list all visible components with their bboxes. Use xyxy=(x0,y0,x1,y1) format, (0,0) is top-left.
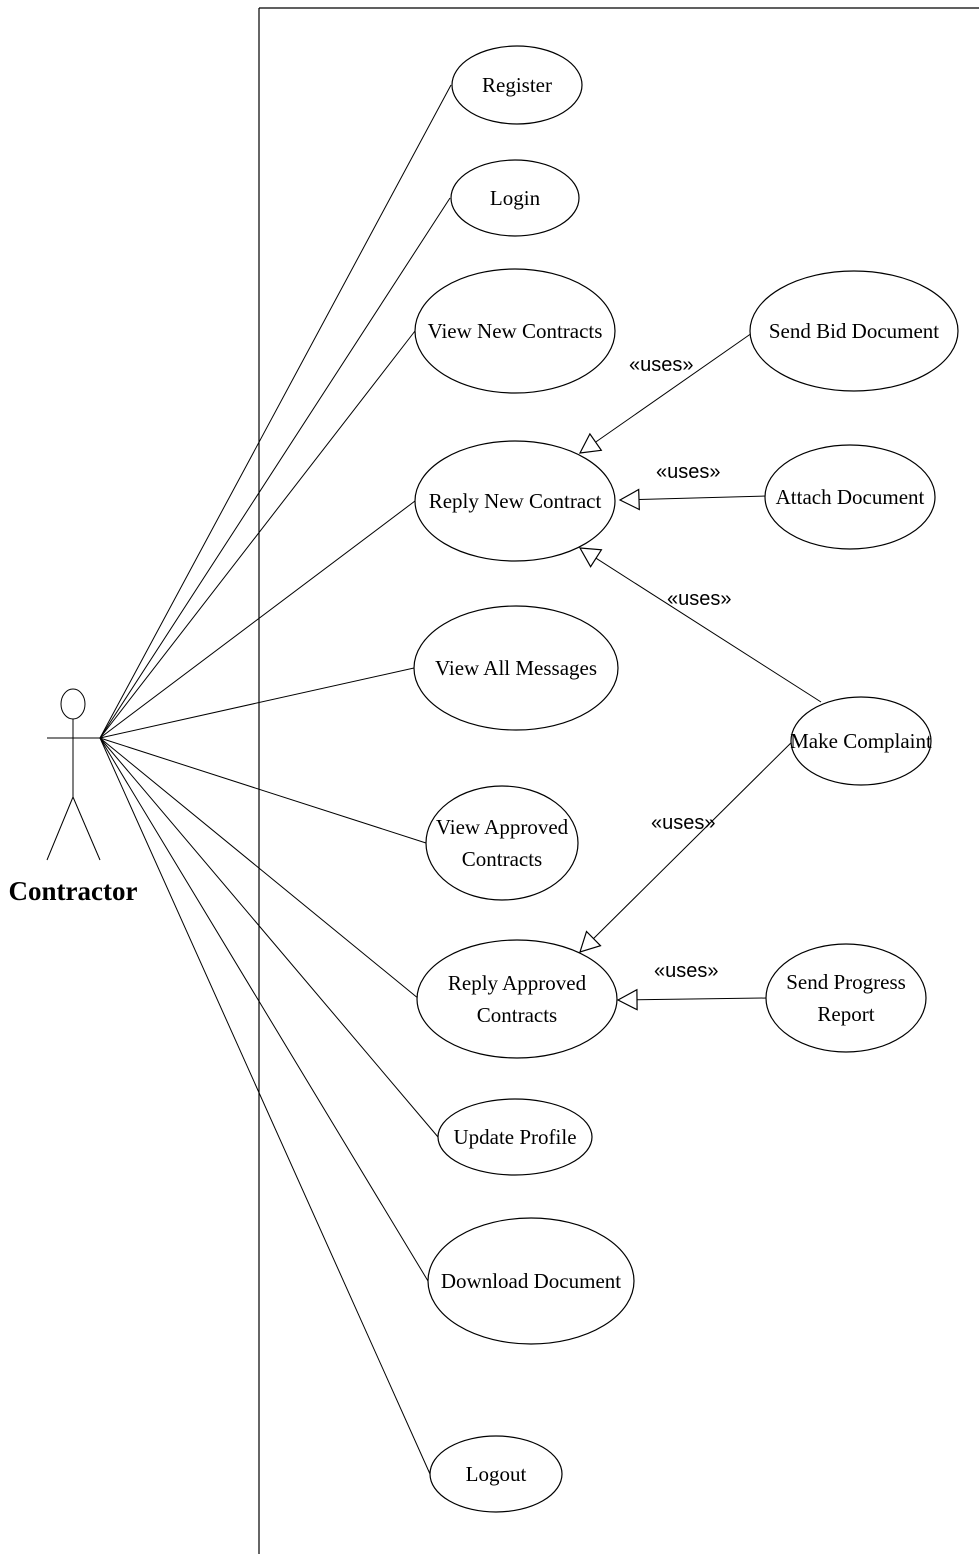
use-case-label: Attach Document xyxy=(776,485,925,509)
use-case-reply-new-contract: Reply New Contract xyxy=(414,440,616,562)
uses-label: «uses» xyxy=(667,588,732,610)
use-case-login: Login xyxy=(450,159,580,237)
use-case-view-all-messages: View All Messages xyxy=(413,605,619,731)
use-case-download-document: Download Document xyxy=(427,1217,635,1345)
use-case-label: Send Progress xyxy=(786,970,906,994)
uses-line-make-complaint-to-reply-new-contract xyxy=(595,557,822,703)
association-line-reply-new-contract xyxy=(99,500,416,739)
association-line-login xyxy=(99,197,451,739)
contractor-actor: Contractor xyxy=(9,688,138,906)
use-case-label: Download Document xyxy=(441,1269,621,1293)
use-case-logout: Logout xyxy=(429,1435,563,1513)
use-case-register: Register xyxy=(451,45,583,125)
actor-head xyxy=(60,688,86,720)
uses-arrowhead-make-complaint-to-reply-new-contract xyxy=(578,547,603,568)
association-line-logout xyxy=(99,737,431,1475)
use-case-label: Send Bid Document xyxy=(769,319,939,343)
uses-line-make-complaint-to-reply-approved-contracts xyxy=(593,726,808,939)
uses-arrowhead-make-complaint-to-reply-approved-contracts xyxy=(579,930,602,953)
association-line-register xyxy=(99,84,452,739)
use-case-label: Contracts xyxy=(462,847,542,871)
uses-arrowhead-send-bid-document-to-reply-new-contract xyxy=(578,432,603,454)
actor-left-leg xyxy=(46,796,74,861)
uses-arrowhead-send-progress-report-to-reply-approved-contracts xyxy=(616,988,638,1011)
actor-name: Contractor xyxy=(9,876,138,906)
use-case-ellipse xyxy=(425,785,579,901)
use-case-ellipse xyxy=(790,696,932,786)
use-case-label: Register xyxy=(482,73,552,97)
uses-label: «uses» xyxy=(629,354,694,376)
association-line-view-approved-contracts xyxy=(99,737,427,844)
uses-line-send-progress-report-to-reply-approved-contracts xyxy=(636,997,768,1001)
uses-line-attach-document-to-reply-new-contract xyxy=(638,495,767,500)
use-case-label: Report xyxy=(817,1002,874,1026)
association-line-update-profile xyxy=(99,737,439,1138)
uses-label: «uses» xyxy=(656,461,721,483)
use-case-label: Update Profile xyxy=(453,1125,576,1149)
use-case-view-new-contracts: View New Contracts xyxy=(414,268,616,394)
use-case-label: Reply Approved xyxy=(448,971,587,995)
use-case-ellipse xyxy=(437,1098,593,1176)
use-case-ellipse xyxy=(450,159,580,237)
use-case-ellipse xyxy=(413,605,619,731)
actor-right-leg xyxy=(72,796,101,861)
use-case-ellipse xyxy=(429,1435,563,1513)
use-case-label: View Approved xyxy=(436,815,569,839)
use-case-update-profile: Update Profile xyxy=(437,1098,593,1176)
association-line-view-new-contracts xyxy=(99,330,416,739)
use-case-ellipse xyxy=(749,270,959,392)
use-case-label: Contracts xyxy=(477,1003,557,1027)
use-case-label: Logout xyxy=(466,1462,527,1486)
uses-label: «uses» xyxy=(651,812,716,834)
association-line-download-document xyxy=(99,737,429,1282)
use-case-ellipse xyxy=(416,939,618,1059)
use-case-ellipse xyxy=(414,440,616,562)
association-line-reply-approved-contracts xyxy=(99,737,420,1000)
use-case-label: Login xyxy=(490,186,541,210)
use-case-label: View All Messages xyxy=(435,656,597,680)
use-case-attach-document: Attach Document xyxy=(764,444,936,550)
use-case-label: Reply New Contract xyxy=(429,489,602,513)
use-case-ellipse xyxy=(451,45,583,125)
use-case-make-complaint: Make Complaint xyxy=(790,696,932,786)
use-case-label: View New Contracts xyxy=(428,319,603,343)
use-case-ellipse xyxy=(427,1217,635,1345)
uses-label: «uses» xyxy=(654,960,719,982)
use-case-label: Make Complaint xyxy=(790,729,932,753)
use-case-send-bid-document: Send Bid Document xyxy=(749,270,959,392)
uses-arrowhead-attach-document-to-reply-new-contract xyxy=(618,488,640,511)
uses-line-send-bid-document-to-reply-new-contract xyxy=(595,332,753,443)
use-case-ellipse xyxy=(764,444,936,550)
use-case-ellipse xyxy=(765,943,927,1053)
use-case-ellipse xyxy=(414,268,616,394)
association-line-view-all-messages xyxy=(99,667,415,739)
